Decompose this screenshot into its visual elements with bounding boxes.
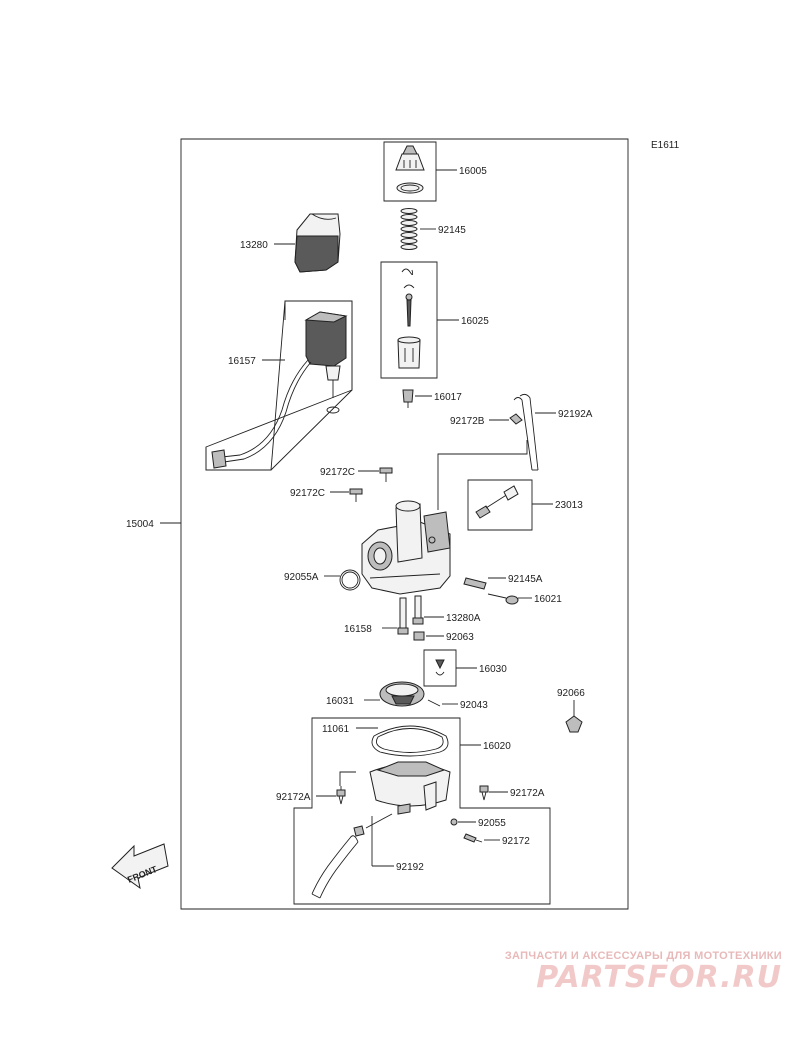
float-needle	[435, 659, 445, 676]
choke-plunger	[475, 485, 519, 519]
screw-92172A-1	[336, 786, 346, 805]
label-16157: 16157	[228, 356, 256, 367]
label-13280: 13280	[240, 240, 268, 251]
label-92172C-2: 92172C	[290, 488, 325, 499]
label-15004: 15004	[126, 519, 154, 530]
label-92055A: 92055A	[284, 572, 319, 583]
label-16005: 16005	[459, 166, 487, 177]
jet-16158	[397, 597, 409, 635]
float-16031	[379, 681, 425, 707]
label-92055: 92055	[478, 818, 506, 829]
label-16020: 16020	[483, 741, 511, 752]
carb-top-cap	[395, 145, 425, 194]
needle-jet-part	[402, 389, 414, 408]
throttle-spring	[400, 208, 418, 250]
label-92145A: 92145A	[508, 574, 543, 585]
label-92172: 92172	[502, 836, 530, 847]
label-92172B: 92172B	[450, 416, 485, 427]
label-92063: 92063	[446, 632, 474, 643]
watermark-tagline: ЗАПЧАСТИ И АКСЕССУАРЫ ДЛЯ МОТОТЕХНИКИ	[504, 950, 782, 962]
label-92172A-2: 92172A	[510, 788, 545, 799]
float-bowl	[369, 761, 451, 815]
drain-tube	[311, 825, 365, 899]
plug-92066	[565, 715, 583, 733]
diagram-code: E1611	[651, 140, 680, 151]
label-16158: 16158	[344, 624, 372, 635]
pin-92043	[427, 699, 441, 707]
drain-screw-92172	[463, 833, 483, 843]
label-11061: 11061	[322, 724, 350, 735]
o-ring-92055A	[339, 569, 361, 591]
label-92192A: 92192A	[558, 409, 593, 420]
label-16021: 16021	[534, 594, 562, 605]
box-16025	[380, 261, 438, 379]
screw-92172A-2	[479, 785, 489, 801]
choke-cover	[294, 213, 341, 273]
main-jet-92063	[413, 631, 425, 641]
screw-92172C-1	[379, 467, 393, 482]
box-23013	[467, 479, 533, 531]
box-16020	[293, 717, 551, 905]
label-16017: 16017	[434, 392, 462, 403]
jet-13280A	[412, 595, 424, 625]
front-arrow: FRONT	[111, 843, 169, 890]
label-16030: 16030	[479, 664, 507, 675]
label-92172C-1: 92172C	[320, 467, 355, 478]
clip-92172B	[509, 413, 523, 425]
auto-choke	[211, 311, 348, 469]
carburetor-body	[361, 500, 451, 595]
label-92043: 92043	[460, 700, 488, 711]
label-92145: 92145	[438, 225, 466, 236]
label-92066: 92066	[557, 688, 585, 699]
label-92192: 92192	[396, 862, 424, 873]
needle-slide	[397, 268, 421, 369]
box-16005	[383, 141, 437, 202]
assembly-frame	[180, 138, 629, 910]
gasket-11061	[371, 725, 449, 757]
spring-92145A	[463, 577, 487, 590]
label-16031: 16031	[326, 696, 354, 707]
label-16025: 16025	[461, 316, 489, 327]
screw-92172C-2	[349, 488, 363, 502]
o-ring-92055	[450, 818, 458, 826]
breather-tube-a	[513, 393, 539, 471]
label-23013: 23013	[555, 500, 583, 511]
watermark-brand-logo: PARTSFOR.RU	[536, 960, 782, 995]
pilot-screw-16021	[487, 593, 519, 605]
box-16030	[423, 649, 457, 687]
label-92172A-1: 92172A	[276, 792, 311, 803]
site-watermark: ЗАПЧАСТИ И АКСЕССУАРЫ ДЛЯ МОТОТЕХНИКИ PA…	[505, 950, 782, 994]
label-13280A: 13280A	[446, 613, 481, 624]
